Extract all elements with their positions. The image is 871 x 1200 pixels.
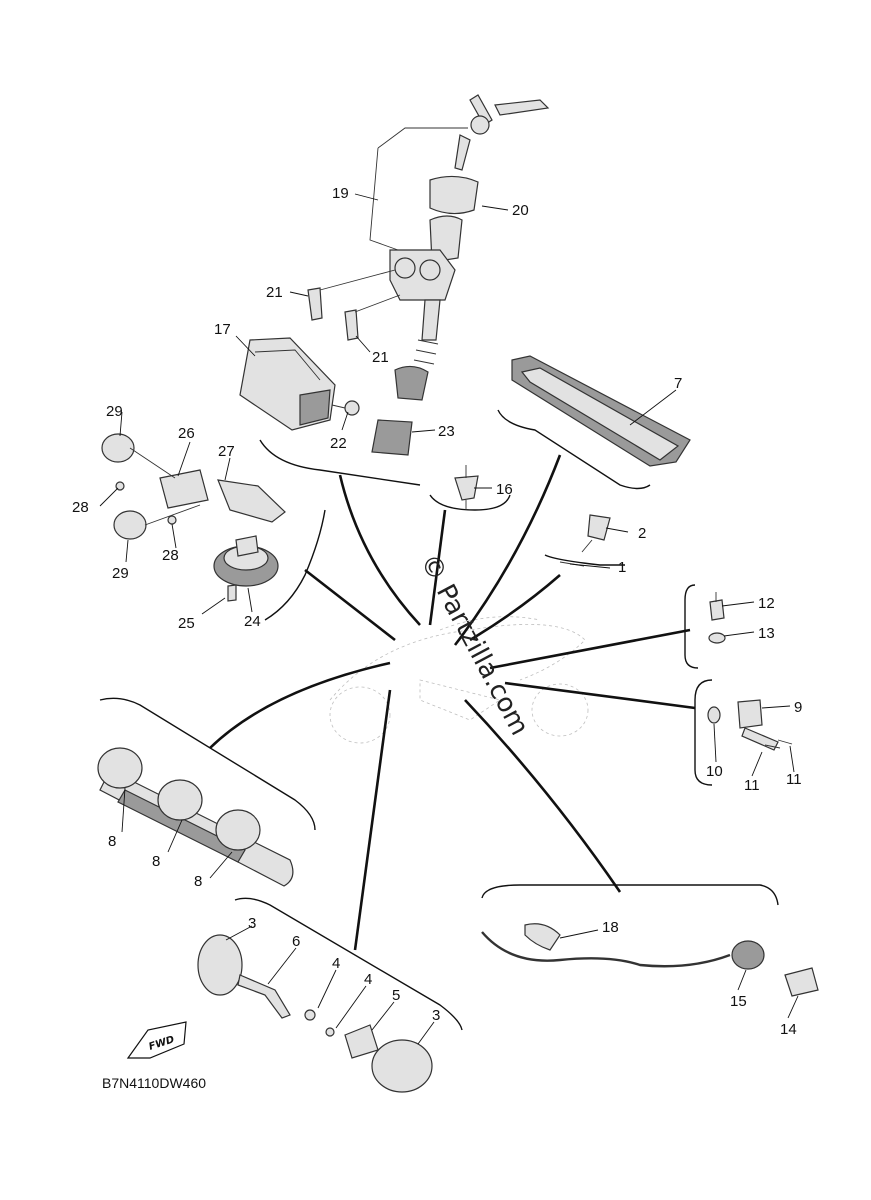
bracket-26 (159, 469, 209, 509)
bracket-meter (497, 409, 651, 490)
reflector-set (197, 934, 433, 1093)
horn-assembly (101, 433, 286, 602)
callout-26: 26 (178, 425, 195, 442)
callout-27: 27 (218, 443, 235, 460)
bracket-horn (264, 509, 326, 621)
handlebar-switch-set (97, 747, 294, 887)
sensor-1-2 (559, 514, 611, 567)
fwd-arrow-icon: FWD (126, 1021, 187, 1059)
callout-4: 4 (364, 971, 372, 988)
bracket-handle-grip (99, 697, 316, 831)
bracket-sensor-1-2 (544, 554, 625, 566)
switch-8c (215, 809, 261, 851)
callout-3: 3 (432, 1007, 440, 1024)
callout-2: 2 (638, 525, 646, 542)
callout-17: 17 (214, 321, 231, 338)
meter-unit (511, 355, 691, 467)
callout-16: 16 (496, 481, 513, 498)
callout-25: 25 (178, 615, 195, 632)
callout-22: 22 (330, 435, 347, 452)
nut-4b (325, 1027, 335, 1037)
key-icon (494, 99, 550, 116)
watermark: © Partzilla.com (414, 549, 535, 740)
callout-13: 13 (758, 625, 775, 642)
callout-6: 6 (292, 933, 300, 950)
callout-4: 4 (332, 955, 340, 972)
callout-20: 20 (512, 202, 529, 219)
callout-21: 21 (266, 284, 283, 301)
ignition-key-set (307, 94, 550, 456)
switch-12-13 (708, 592, 726, 644)
callout-24: 24 (244, 613, 261, 630)
reflector-3b (371, 1039, 433, 1093)
bracket-switch-12-13 (684, 584, 699, 669)
callout-18: 18 (602, 919, 619, 936)
callout-9: 9 (794, 699, 802, 716)
leader-lines (209, 454, 696, 951)
callout-8: 8 (108, 833, 116, 850)
bolt-21a (307, 287, 323, 321)
callout-10: 10 (706, 763, 723, 780)
callout-8: 8 (194, 873, 202, 890)
switch-8a (97, 747, 143, 789)
bracket-reflector (234, 897, 463, 1031)
callout-23: 23 (438, 423, 455, 440)
bracket-harness (481, 884, 779, 906)
bolt-21b (344, 309, 359, 341)
callout-7: 7 (674, 375, 682, 392)
callout-12: 12 (758, 595, 775, 612)
callout-28: 28 (162, 547, 179, 564)
bracket-sensor-16 (429, 494, 511, 511)
wire-harness (481, 923, 819, 997)
callout-5: 5 (392, 987, 400, 1004)
screw-22 (344, 400, 360, 416)
cap-29a (101, 433, 135, 463)
callout-14: 14 (780, 1021, 797, 1038)
callout-1: 1 (618, 559, 626, 576)
lock-cap (429, 175, 479, 215)
sensor-16 (454, 465, 479, 510)
diagram-code: B7N4110DW460 (102, 1075, 206, 1091)
switch-8b (157, 779, 203, 821)
callout-29: 29 (112, 565, 129, 582)
callout-11: 11 (744, 777, 760, 794)
nut-4a (304, 1009, 316, 1021)
bracket-ignition (259, 439, 421, 486)
callout-leaders (99, 193, 799, 1045)
bracket-switch-9-11 (694, 679, 713, 786)
callout-21: 21 (372, 349, 389, 366)
callout-3: 3 (248, 915, 256, 932)
callout-19: 19 (332, 185, 349, 202)
ecu-box (239, 337, 360, 431)
bolt-25 (227, 584, 237, 602)
reflector-3a (197, 934, 243, 996)
switch-9-11 (707, 699, 793, 751)
stay-6 (237, 974, 291, 1019)
motorcycle-ghost-outline (329, 616, 589, 744)
callout-labels: 1 2 3 3 4 4 5 6 7 8 8 8 9 10 11 11 12 13… (72, 185, 802, 1038)
callout-8: 8 (152, 853, 160, 870)
boot-23 (394, 365, 429, 401)
callout-28: 28 (72, 499, 89, 516)
bracket-27 (217, 479, 286, 523)
coupler-15 (731, 940, 765, 970)
callout-29: 29 (106, 403, 123, 420)
callout-11: 11 (786, 771, 802, 788)
cap-29b (113, 510, 147, 540)
stay-5 (344, 1024, 379, 1059)
group-brackets (99, 409, 779, 1031)
cap-14 (784, 967, 819, 997)
callout-15: 15 (730, 993, 747, 1010)
sleeve-23 (371, 419, 413, 456)
